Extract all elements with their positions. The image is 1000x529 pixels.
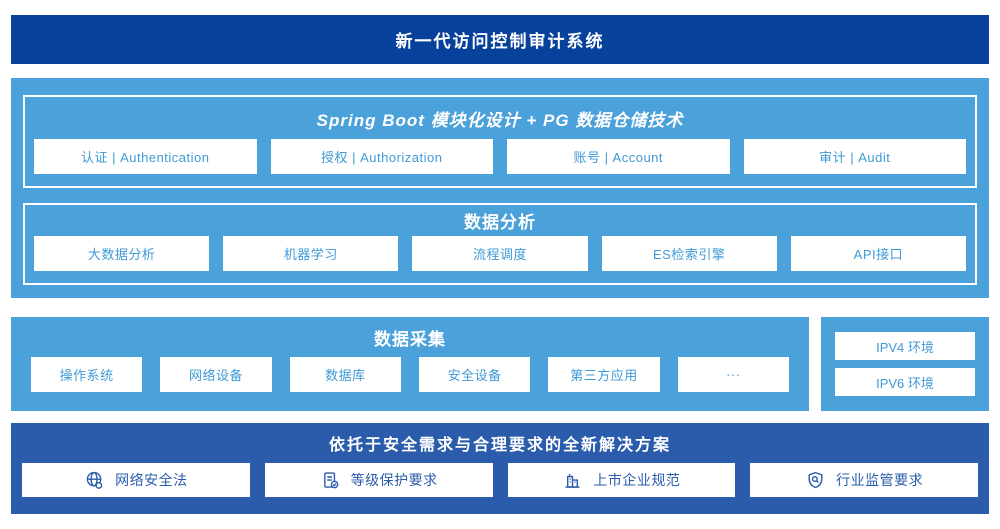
solution-items-row: 网络安全法 等级保护要求 上市企业规范 <box>22 463 978 497</box>
solution-item-label: 行业监管要求 <box>836 472 924 488</box>
module-authentication: 认证 | Authentication <box>34 139 257 174</box>
module-authorization: 授权 | Authorization <box>270 139 493 174</box>
spring-boot-title: Spring Boot 模块化设计 + PG 数据仓储技术 <box>316 110 684 130</box>
source-network-device: 网络设备 <box>160 357 272 392</box>
source-more-ellipsis: ··· <box>677 357 789 392</box>
platform-section: Spring Boot 模块化设计 + PG 数据仓储技术 认证 | Authe… <box>11 78 989 298</box>
solution-item-label: 上市企业规范 <box>593 472 681 488</box>
collection-band: 数据采集 操作系统 网络设备 数据库 安全设备 第三方应用 ··· IPV4 环… <box>11 317 989 411</box>
globe-icon <box>86 471 103 489</box>
source-os: 操作系统 <box>31 357 143 392</box>
module-es-search: ES检索引擎 <box>601 236 777 271</box>
module-machine-learning: 机器学习 <box>223 236 399 271</box>
shield-search-icon <box>808 471 823 488</box>
data-analysis-box: 数据分析 大数据分析 机器学习 流程调度 ES检索引擎 API接口 <box>23 203 977 285</box>
module-bigdata: 大数据分析 <box>34 236 210 271</box>
module-audit: 审计 | Audit <box>743 139 966 174</box>
data-collection-title: 数据采集 <box>374 329 446 349</box>
env-ipv4: IPV4 环境 <box>835 332 975 360</box>
solution-item-label: 等级保护要求 <box>350 472 438 488</box>
analysis-modules-row: 大数据分析 机器学习 流程调度 ES检索引擎 API接口 <box>34 236 966 271</box>
source-database: 数据库 <box>289 357 401 392</box>
banner: 新一代访问控制审计系统 <box>11 15 989 64</box>
collection-sources-row: 操作系统 网络设备 数据库 安全设备 第三方应用 ··· <box>31 357 789 392</box>
data-analysis-title: 数据分析 <box>464 213 536 232</box>
spring-boot-box: Spring Boot 模块化设计 + PG 数据仓储技术 认证 | Authe… <box>23 95 977 188</box>
env-panel: IPV4 环境 IPV6 环境 <box>821 317 989 411</box>
data-collection-section: 数据采集 操作系统 网络设备 数据库 安全设备 第三方应用 ··· <box>11 317 809 411</box>
module-account: 账号 | Account <box>507 139 730 174</box>
solution-item-cybersecurity-law: 网络安全法 <box>22 463 250 497</box>
solution-item-label: 网络安全法 <box>115 472 188 488</box>
source-security-device: 安全设备 <box>419 357 531 392</box>
document-check-icon <box>323 471 338 488</box>
module-workflow: 流程调度 <box>412 236 588 271</box>
solution-section: 依托于安全需求与合理要求的全新解决方案 网络安全法 等级保护要求 <box>11 423 989 514</box>
building-icon <box>565 473 580 488</box>
auth-modules-row: 认证 | Authentication 授权 | Authorization 账… <box>34 139 966 174</box>
solution-item-classified-protection: 等级保护要求 <box>264 463 493 497</box>
source-third-party: 第三方应用 <box>548 357 660 392</box>
solution-title: 依托于安全需求与合理要求的全新解决方案 <box>328 437 671 454</box>
solution-item-industry-regulation: 行业监管要求 <box>750 463 978 497</box>
module-api: API接口 <box>790 236 966 271</box>
env-ipv6: IPV6 环境 <box>835 368 975 396</box>
solution-item-listed-company: 上市企业规范 <box>507 463 736 497</box>
banner-title: 新一代访问控制审计系统 <box>395 32 605 51</box>
diagram-frame: 新一代访问控制审计系统 Spring Boot 模块化设计 + PG 数据仓储技… <box>11 15 989 514</box>
